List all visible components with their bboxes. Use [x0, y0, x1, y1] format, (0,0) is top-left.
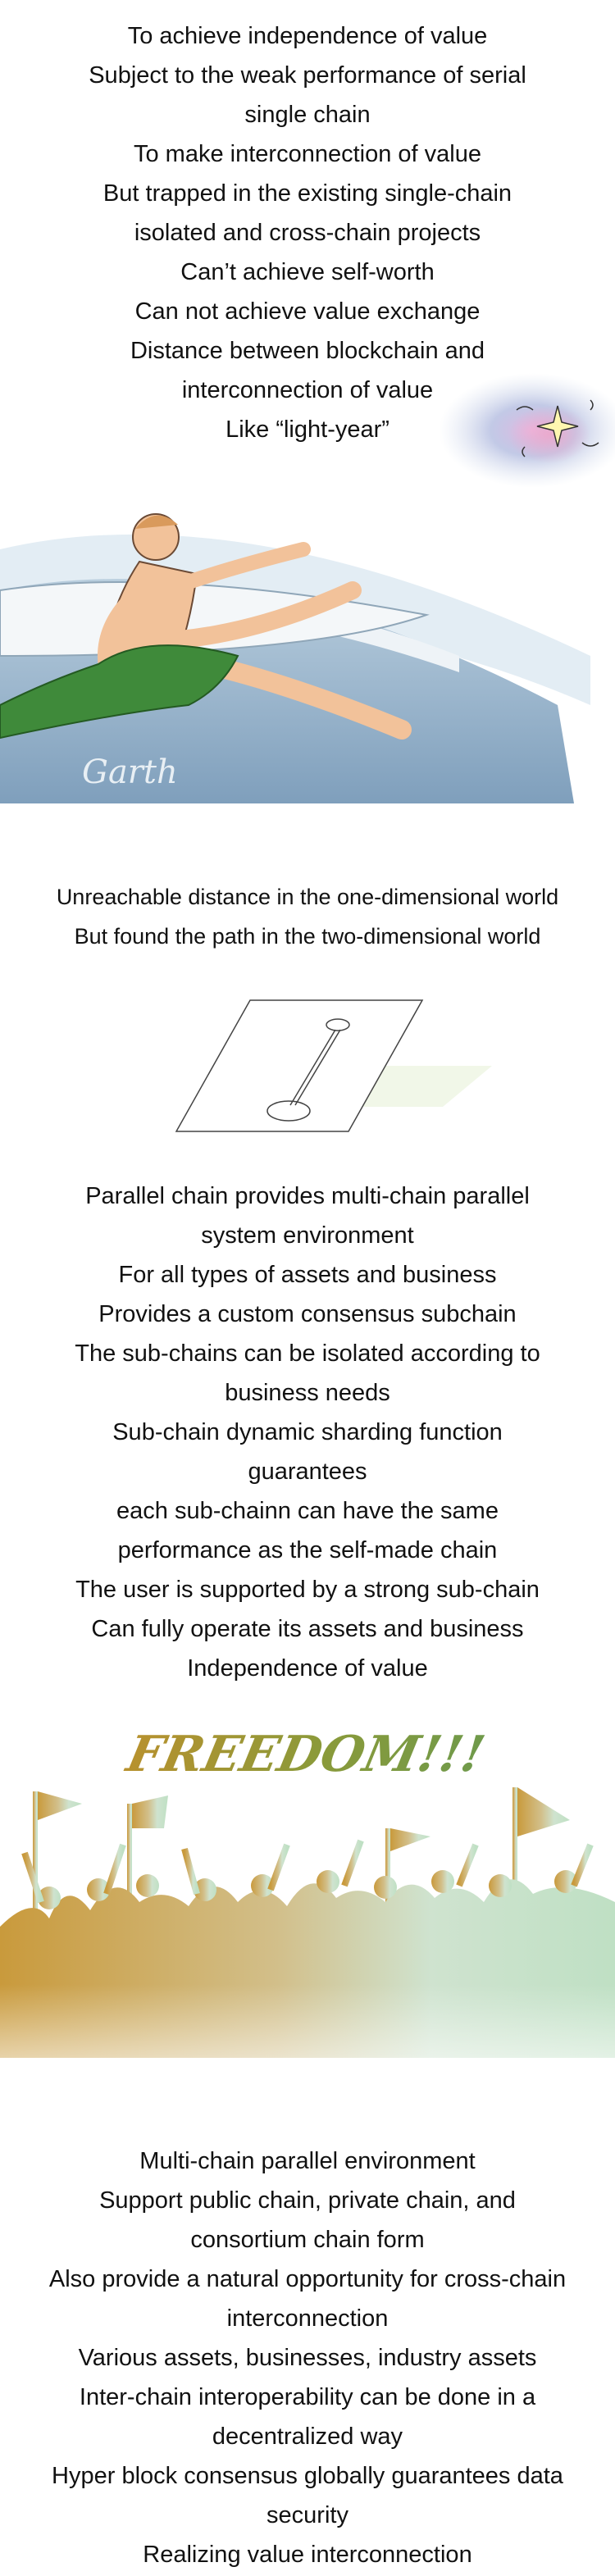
intro-line: Like “light-year” — [226, 416, 390, 443]
multi-chain-line: Support public chain, private chain, and — [99, 2187, 516, 2214]
artist-signature: Garth — [82, 753, 178, 791]
intro-line: To achieve independence of value — [127, 23, 488, 49]
freedom-banner-text: FREEDOM!!! — [121, 1726, 490, 1783]
end-point-icon — [266, 1100, 311, 1122]
multi-chain-line: consortium chain form — [190, 2227, 425, 2253]
parallel-chain-line: each sub-chainn can have the same — [116, 1498, 499, 1524]
two-dimensional-plane-illustration — [175, 999, 492, 1132]
multi-chain-line: Multi-chain parallel environment — [139, 2148, 476, 2174]
sparkle-star-icon — [536, 405, 579, 448]
parallel-chain-line: For all types of assets and business — [118, 1262, 497, 1288]
intro-line: Can not achieve value exchange — [134, 298, 481, 325]
nebula-star-illustration — [439, 373, 615, 488]
multi-chain-line: interconnection — [226, 2305, 389, 2332]
boy-figure — [0, 513, 412, 740]
boy-on-pool-illustration: Garth — [0, 492, 615, 820]
parallel-chain-line: The sub-chains can be isolated according… — [75, 1340, 540, 1367]
parallel-chain-line: Provides a custom consensus subchain — [98, 1301, 517, 1327]
intro-line: To make interconnection of value — [134, 141, 481, 167]
parallel-chain-line: guarantees — [248, 1459, 367, 1485]
parallel-chain-line: system environment — [201, 1222, 414, 1249]
parallel-chain-line: Sub-chain dynamic sharding function — [112, 1419, 503, 1445]
multi-chain-line: decentralized way — [212, 2424, 403, 2450]
freedom-crowd-illustration: FREEDOM!!! — [0, 1714, 615, 2115]
path-text-block: Unreachable distance in the one-dimensio… — [16, 877, 599, 956]
parallel-chain-line: Parallel chain provides multi-chain para… — [85, 1183, 530, 1209]
parallel-chain-line: business needs — [225, 1380, 390, 1406]
parallel-chain-text-block: Parallel chain provides multi-chain para… — [16, 1176, 599, 1688]
intro-line: Subject to the weak performance of seria… — [89, 62, 526, 89]
start-point-icon — [326, 1018, 350, 1031]
multi-chain-line: Realizing value interconnection — [143, 2542, 472, 2568]
multi-chain-line: Hyper block consensus globally guarantee… — [52, 2463, 563, 2489]
parallel-chain-line: performance as the self-made chain — [117, 1537, 498, 1563]
parallel-chain-line: Independence of value — [187, 1655, 428, 1682]
parallel-chain-line: Can fully operate its assets and busines… — [91, 1616, 524, 1642]
intro-line: Distance between blockchain and — [130, 338, 485, 364]
intro-text-block: To achieve independence of value Subject… — [16, 16, 599, 449]
path-line: Unreachable distance in the one-dimensio… — [56, 885, 559, 909]
multi-chain-line: security — [266, 2502, 348, 2528]
multi-chain-line: Also provide a natural opportunity for c… — [48, 2266, 567, 2292]
intro-line: isolated and cross-chain projects — [134, 220, 481, 246]
intro-line: But trapped in the existing single-chain — [102, 180, 512, 207]
multi-chain-line: Various assets, businesses, industry ass… — [78, 2345, 537, 2371]
parallel-chain-line: The user is supported by a strong sub-ch… — [75, 1577, 540, 1603]
path-line: But found the path in the two-dimensiona… — [74, 924, 541, 949]
multi-chain-text-block: Multi-chain parallel environment Support… — [16, 2141, 599, 2574]
intro-line: interconnection of value — [181, 377, 434, 403]
intro-line: Can’t achieve self-worth — [180, 259, 435, 285]
intro-line: single chain — [244, 102, 371, 128]
multi-chain-line: Inter-chain interoperability can be done… — [79, 2384, 536, 2410]
